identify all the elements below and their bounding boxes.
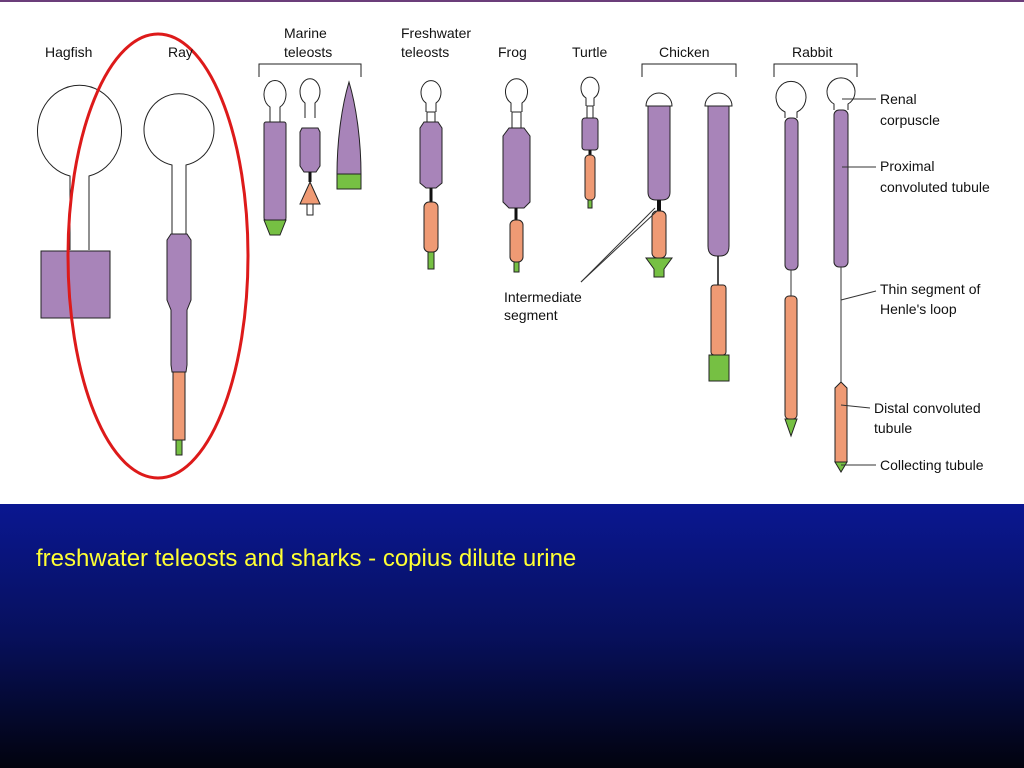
renal-corpuscle — [505, 78, 528, 112]
neck-segment — [586, 105, 594, 119]
renal-corpuscle — [143, 93, 215, 234]
label-intermediate-line1: Intermediate — [504, 289, 582, 305]
distal-segment — [651, 210, 667, 259]
renal-corpuscle — [263, 80, 287, 122]
proximal-segment — [166, 233, 192, 373]
proximal-segment — [833, 109, 849, 268]
label-marine-teleosts-line2: teleosts — [284, 44, 332, 60]
label-distal-line2: tubule — [874, 420, 912, 436]
label-renal-corpuscle-line2: corpuscle — [880, 112, 940, 128]
neck-segment — [426, 111, 436, 123]
renal-corpuscle — [826, 77, 856, 110]
label-freshwater-teleosts-line2: teleosts — [401, 44, 449, 60]
renal-corpuscle — [704, 92, 733, 107]
label-proximal-line2: convoluted tubule — [880, 179, 990, 195]
label-thin-segment-line1: Thin segment of — [880, 281, 980, 297]
distal-segment — [423, 201, 439, 253]
nephron-marine-teleost-1 — [263, 80, 287, 236]
distal-segment — [710, 284, 727, 356]
caption-panel — [0, 504, 1024, 768]
label-renal-corpuscle-line1: Renal — [880, 91, 917, 107]
collecting-duct — [306, 203, 314, 216]
label-collecting-tubule: Collecting tubule — [880, 457, 984, 473]
label-thin-segment-line2: Henle's loop — [880, 301, 957, 317]
distal-segment — [784, 295, 798, 420]
proximal-segment — [707, 105, 730, 257]
leader-lines — [580, 98, 877, 466]
renal-corpuscle — [37, 84, 122, 250]
label-intermediate-line2: segment — [504, 307, 558, 323]
distal-segment — [172, 371, 186, 441]
proximal-segment — [263, 121, 287, 221]
label-proximal-line1: Proximal — [880, 158, 934, 174]
label-chicken: Chicken — [659, 44, 710, 60]
nephron-hagfish — [37, 84, 122, 319]
leader-thin — [840, 290, 877, 301]
distal-segment — [299, 180, 321, 205]
nephron-marine-teleost-2 — [299, 78, 321, 216]
marine-teleosts-bracket — [258, 63, 362, 77]
proximal-segment — [336, 80, 362, 175]
distal-segment — [509, 219, 524, 263]
label-turtle: Turtle — [572, 44, 607, 60]
collecting-segment — [263, 219, 287, 236]
leader-distal — [840, 404, 871, 409]
collecting-segment — [513, 261, 520, 273]
collecting-segment — [645, 257, 673, 278]
nephron-rabbit-2 — [826, 77, 856, 473]
proximal-segment — [784, 117, 799, 271]
label-freshwater-teleosts-line1: Freshwater — [401, 25, 471, 41]
renal-corpuscle — [580, 76, 600, 106]
collecting-segment — [834, 461, 848, 473]
nephron-chicken-2 — [704, 92, 733, 382]
collecting-segment — [708, 354, 730, 382]
slide-caption: freshwater teleosts and sharks - copius … — [36, 545, 577, 572]
collecting-segment — [336, 173, 362, 190]
rabbit-bracket — [773, 63, 858, 77]
proximal-segment — [299, 127, 321, 173]
label-frog: Frog — [498, 44, 527, 60]
proximal-segment — [581, 117, 599, 151]
leader-intermediate-2 — [580, 210, 658, 283]
proximal-segment — [40, 250, 111, 319]
nephron-rabbit-1 — [775, 80, 807, 438]
nephron-marine-teleost-3 — [336, 80, 362, 190]
renal-corpuscle-and-proximal-segment — [647, 104, 671, 201]
proximal-segment — [419, 121, 443, 189]
label-marine-teleosts-line1: Marine — [284, 25, 327, 41]
collecting-segment — [427, 251, 435, 270]
label-hagfish: Hagfish — [45, 44, 92, 60]
renal-corpuscle — [299, 78, 321, 118]
nephron-ray — [143, 93, 215, 456]
chicken-bracket — [641, 63, 737, 77]
ray-highlight-circle — [66, 32, 250, 480]
nephron-chicken-1 — [645, 92, 673, 278]
collecting-segment — [784, 418, 798, 438]
leader-intermediate-1 — [580, 207, 656, 283]
label-rabbit: Rabbit — [792, 44, 833, 60]
neck-segment — [511, 111, 522, 129]
collecting-segment — [175, 439, 183, 456]
nephron-freshwater-teleost — [419, 80, 443, 270]
renal-corpuscle — [420, 80, 442, 112]
nephron-frog — [502, 78, 531, 273]
proximal-segment — [502, 127, 531, 209]
renal-corpuscle — [775, 80, 807, 118]
distal-segment — [834, 381, 848, 463]
distal-segment — [584, 154, 596, 201]
nephron-comparison-diagram: Hagfish Ray Marine teleosts Freshwater t… — [37, 25, 990, 480]
renal-corpuscle — [645, 92, 673, 107]
collecting-segment — [587, 199, 593, 209]
label-ray: Ray — [168, 44, 193, 60]
top-rule — [0, 0, 1024, 2]
nephron-turtle — [580, 76, 600, 209]
label-distal-line1: Distal convoluted — [874, 400, 981, 416]
